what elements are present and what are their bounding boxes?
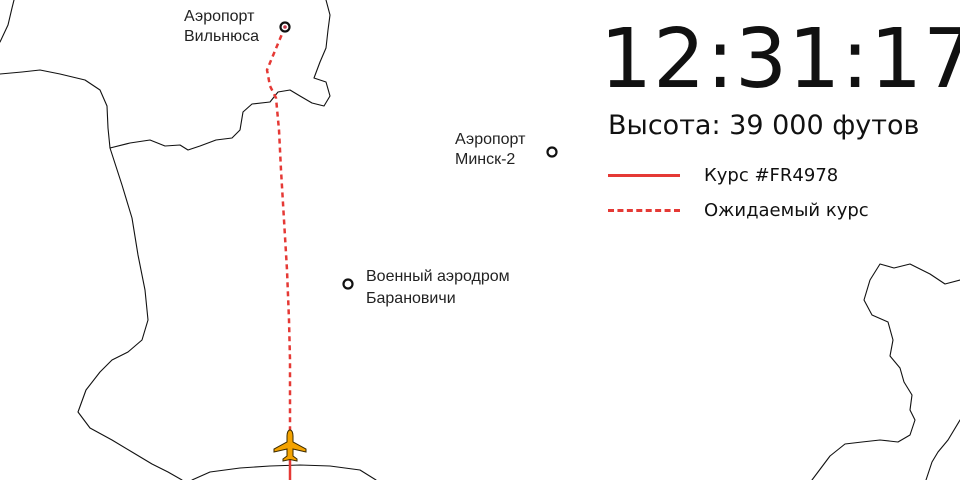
legend-label: Ожидаемый курс xyxy=(704,199,869,221)
border-west xyxy=(77,147,183,480)
airport-minsk[interactable]: Аэропорт Минск-2 xyxy=(455,131,558,168)
flight-routes xyxy=(265,26,292,480)
airplane-icon[interactable] xyxy=(273,429,307,462)
border-north-west xyxy=(0,0,331,151)
border-north-edge xyxy=(0,0,15,43)
dashed-line-icon xyxy=(608,208,680,212)
airport-label-line2: Вильнюса xyxy=(184,28,259,45)
airport-label-line2: Барановичи xyxy=(366,290,456,307)
airport-marker-icon[interactable] xyxy=(342,278,354,290)
airport-vilnius[interactable]: Аэропорт Вильнюса xyxy=(184,8,291,45)
clock-time: 12:31:17 xyxy=(600,12,960,107)
legend-item-expected-route: Ожидаемый курс xyxy=(608,198,869,222)
border-south xyxy=(191,464,377,480)
altitude-readout: Высота: 39 000 футов xyxy=(608,110,920,141)
airport-marker-icon[interactable] xyxy=(546,146,558,158)
border-east xyxy=(811,263,960,480)
airport-label-line1: Аэропорт xyxy=(455,131,526,148)
airport-label-line1: Аэропорт xyxy=(184,8,255,25)
airport-label-line1: Военный аэродром xyxy=(366,268,510,285)
airport-label-line2: Минск-2 xyxy=(455,151,515,168)
legend-label: Курс #FR4978 xyxy=(704,164,839,186)
airplane-shape xyxy=(273,429,307,462)
legend-item-actual-route: Курс #FR4978 xyxy=(608,163,838,187)
expected-route-line xyxy=(265,26,292,430)
border-east-edge xyxy=(925,419,960,480)
solid-line-icon xyxy=(608,173,680,177)
airport-marker-center xyxy=(283,25,287,29)
airport-baranovichi[interactable]: Военный аэродром Барановичи xyxy=(342,268,510,307)
